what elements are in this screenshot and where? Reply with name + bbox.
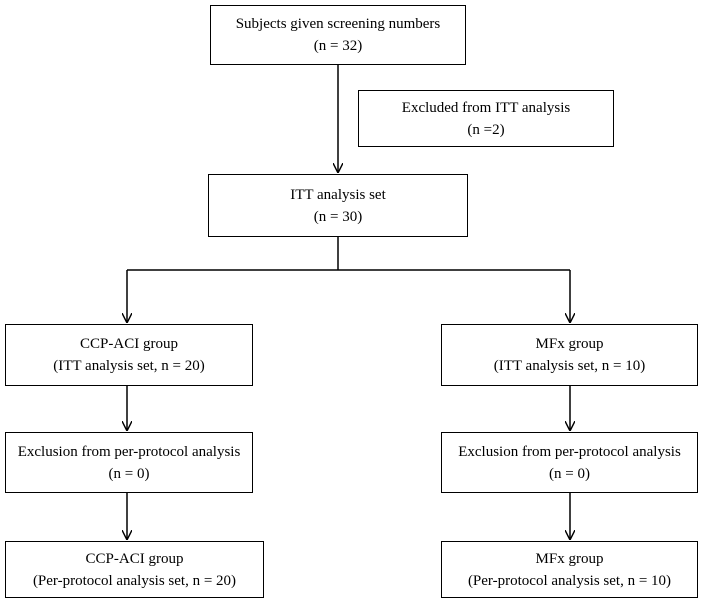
right-per-protocol-title: MFx group	[535, 550, 604, 567]
excluded-itt-box: Excluded from ITT analysis (n =2)	[358, 90, 614, 147]
left-exclusion-count: (n = 0)	[108, 465, 150, 482]
screening-box: Subjects given screening numbers (n = 32…	[210, 5, 466, 65]
itt-set-box: ITT analysis set (n = 30)	[208, 174, 468, 237]
excluded-itt-title: Excluded from ITT analysis	[401, 99, 571, 116]
right-per-protocol-box: MFx group (Per-protocol analysis set, n …	[441, 541, 698, 598]
screening-title: Subjects given screening numbers	[235, 16, 441, 32]
right-group-count: (ITT analysis set, n = 10)	[493, 358, 646, 374]
left-per-protocol-box: CCP-ACI group (Per-protocol analysis set…	[5, 541, 264, 598]
excluded-itt-count: (n =2)	[467, 121, 505, 138]
screening-count: (n = 32)	[313, 38, 363, 54]
right-group-title: MFx group	[535, 336, 604, 352]
left-group-box: CCP-ACI group (ITT analysis set, n = 20)	[5, 324, 253, 386]
left-exclusion-box: Exclusion from per-protocol analysis (n …	[5, 432, 253, 493]
left-per-protocol-count: (Per-protocol analysis set, n = 20)	[32, 572, 237, 589]
left-exclusion-title: Exclusion from per-protocol analysis	[17, 443, 241, 460]
left-group-count: (ITT analysis set, n = 20)	[53, 358, 205, 374]
right-exclusion-count: (n = 0)	[549, 465, 590, 482]
left-per-protocol-title: CCP-ACI group	[85, 550, 184, 567]
left-group-title: CCP-ACI group	[80, 336, 178, 352]
itt-set-title: ITT analysis set	[290, 186, 386, 203]
itt-set-count: (n = 30)	[313, 208, 363, 225]
right-exclusion-title: Exclusion from per-protocol analysis	[458, 443, 681, 460]
right-exclusion-box: Exclusion from per-protocol analysis (n …	[441, 432, 698, 493]
right-group-box: MFx group (ITT analysis set, n = 10)	[441, 324, 698, 386]
right-per-protocol-count: (Per-protocol analysis set, n = 10)	[467, 572, 672, 589]
